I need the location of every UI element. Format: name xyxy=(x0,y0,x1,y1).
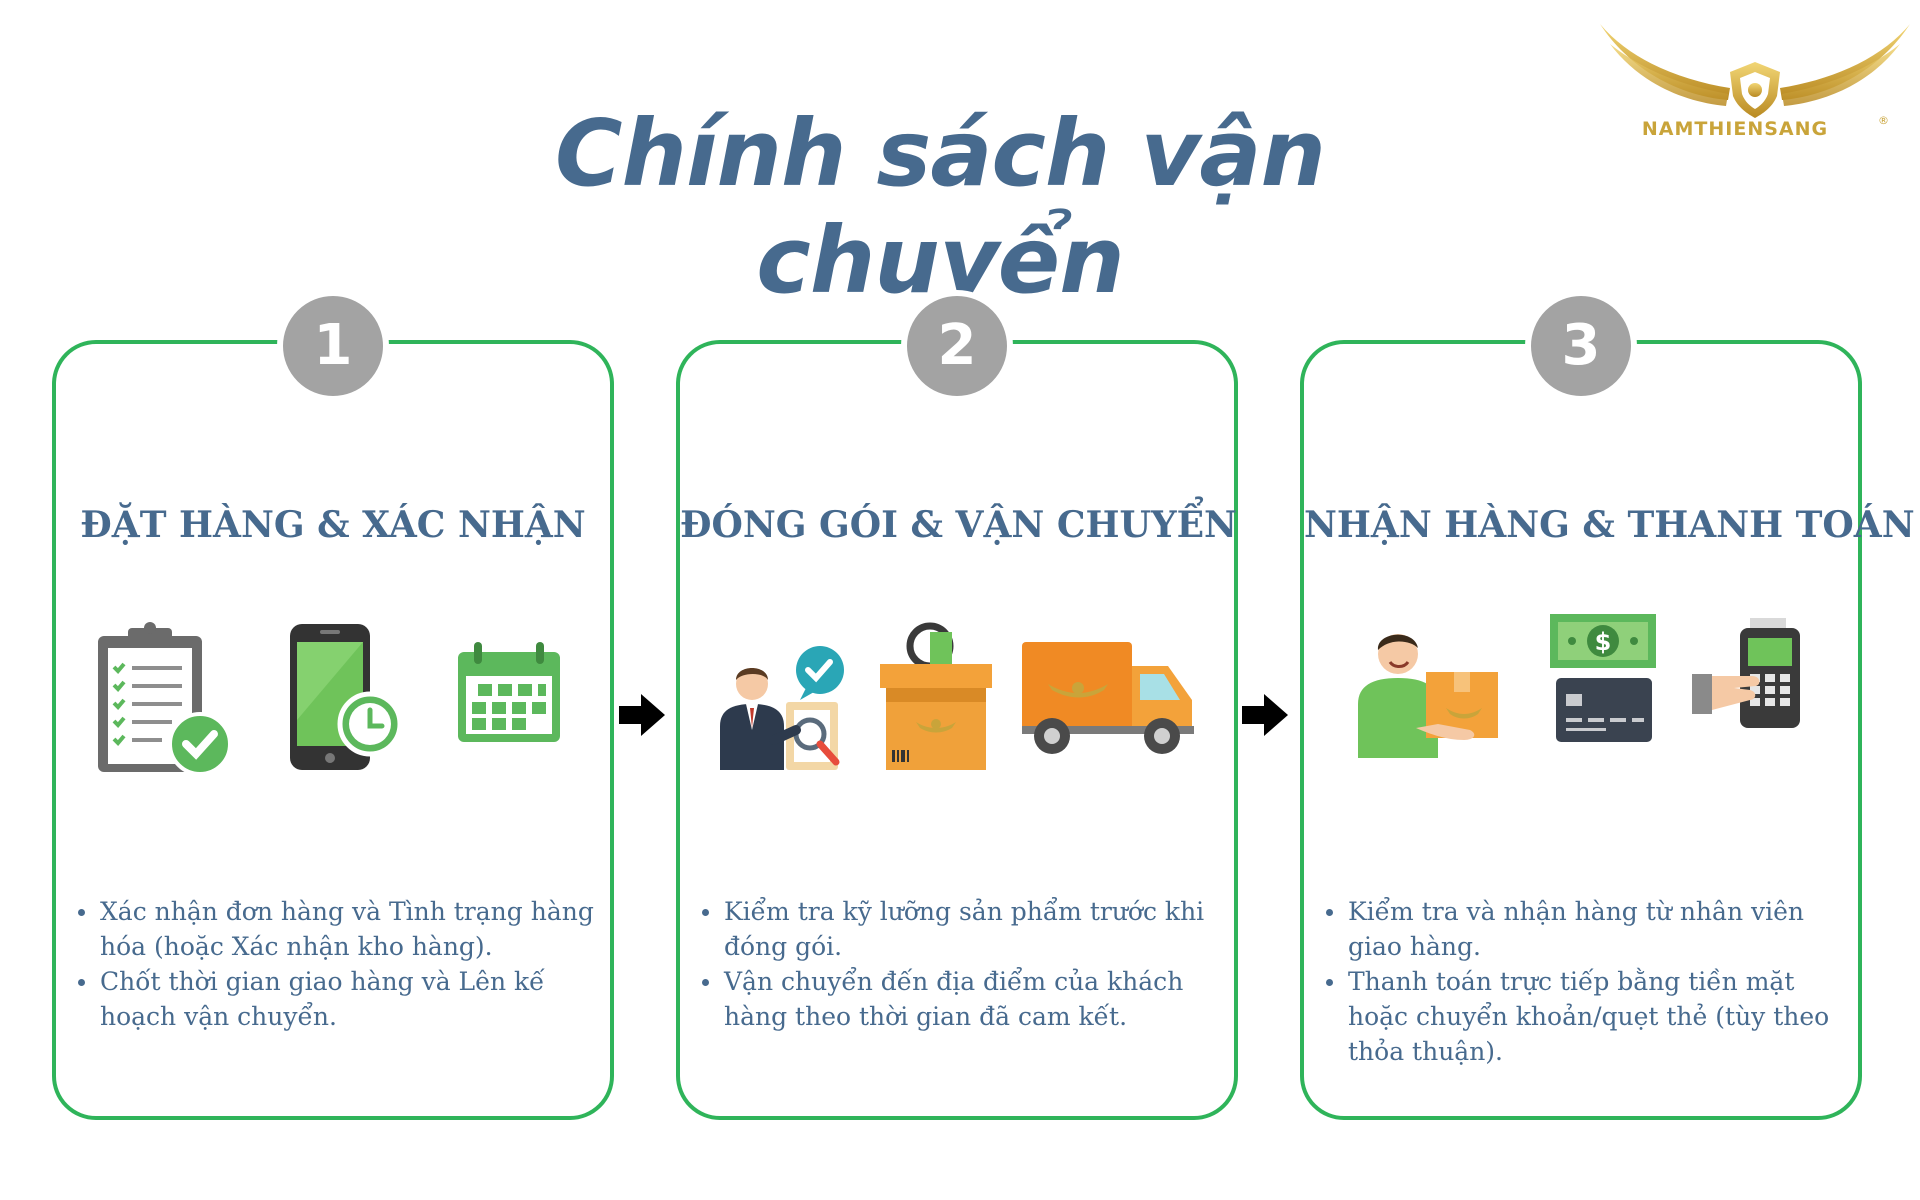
step-icons: $ xyxy=(1304,604,1858,804)
step-icons xyxy=(680,604,1234,804)
cash-card-icon: $ xyxy=(1550,614,1656,742)
wings-logo-icon xyxy=(1600,24,1910,118)
step-card-2: 2 ĐÓNG GÓI & VẬN CHUYỂN xyxy=(676,290,1238,1120)
svg-text:$: $ xyxy=(1595,628,1612,656)
delivery-truck-icon xyxy=(1022,642,1194,754)
step-icons xyxy=(56,604,610,804)
brand-logo: NAMTHIENSANG ® xyxy=(1590,10,1920,150)
clipboard-check-icon xyxy=(98,622,232,776)
step-number-badge: 1 xyxy=(277,290,389,402)
list-item: Xác nhận đơn hàng và Tình trạng hàng hóa… xyxy=(78,894,596,964)
page-title: Chính sách vận chuyển xyxy=(554,100,1326,314)
package-box-icon xyxy=(880,622,992,770)
arrow-right-icon xyxy=(619,694,665,736)
courier-delivery-icon xyxy=(1358,634,1498,758)
logo-registered-mark: ® xyxy=(1878,114,1889,127)
step-number-badge: 2 xyxy=(901,290,1013,402)
list-item: Thanh toán trực tiếp bằng tiền mặt hoặc … xyxy=(1326,964,1844,1069)
step-card-1: 1 ĐẶT HÀNG & XÁC NHẬN xyxy=(52,290,614,1120)
step-card-3: 3 NHẬN HÀNG & THANH TOÁN $ xyxy=(1300,290,1915,1120)
phone-clock-icon xyxy=(290,624,403,770)
card-terminal-icon xyxy=(1692,618,1800,728)
step-bullet-list: Kiểm tra và nhận hàng từ nhân viên giao … xyxy=(1322,894,1844,1069)
step-title: ĐÓNG GÓI & VẬN CHUYỂN xyxy=(680,504,1237,546)
list-item: Kiểm tra kỹ lưỡng sản phẩm trước khi đón… xyxy=(702,894,1220,964)
step-number-badge: 3 xyxy=(1525,290,1637,402)
arrow-right-icon xyxy=(1242,694,1288,736)
step-title: ĐẶT HÀNG & XÁC NHẬN xyxy=(80,504,586,546)
step-title: NHẬN HÀNG & THANH TOÁN xyxy=(1304,504,1915,546)
logo-wordmark: NAMTHIENSANG xyxy=(1641,118,1829,140)
calendar-icon xyxy=(458,642,560,742)
list-item: Chốt thời gian giao hàng và Lên kế hoạch… xyxy=(78,964,596,1034)
step-bullet-list: Xác nhận đơn hàng và Tình trạng hàng hóa… xyxy=(74,894,596,1034)
list-item: Kiểm tra và nhận hàng từ nhân viên giao … xyxy=(1326,894,1844,964)
list-item: Vận chuyển đến địa điểm của khách hàng t… xyxy=(702,964,1220,1034)
step-bullet-list: Kiểm tra kỹ lưỡng sản phẩm trước khi đón… xyxy=(698,894,1220,1034)
inspector-icon xyxy=(720,646,844,770)
